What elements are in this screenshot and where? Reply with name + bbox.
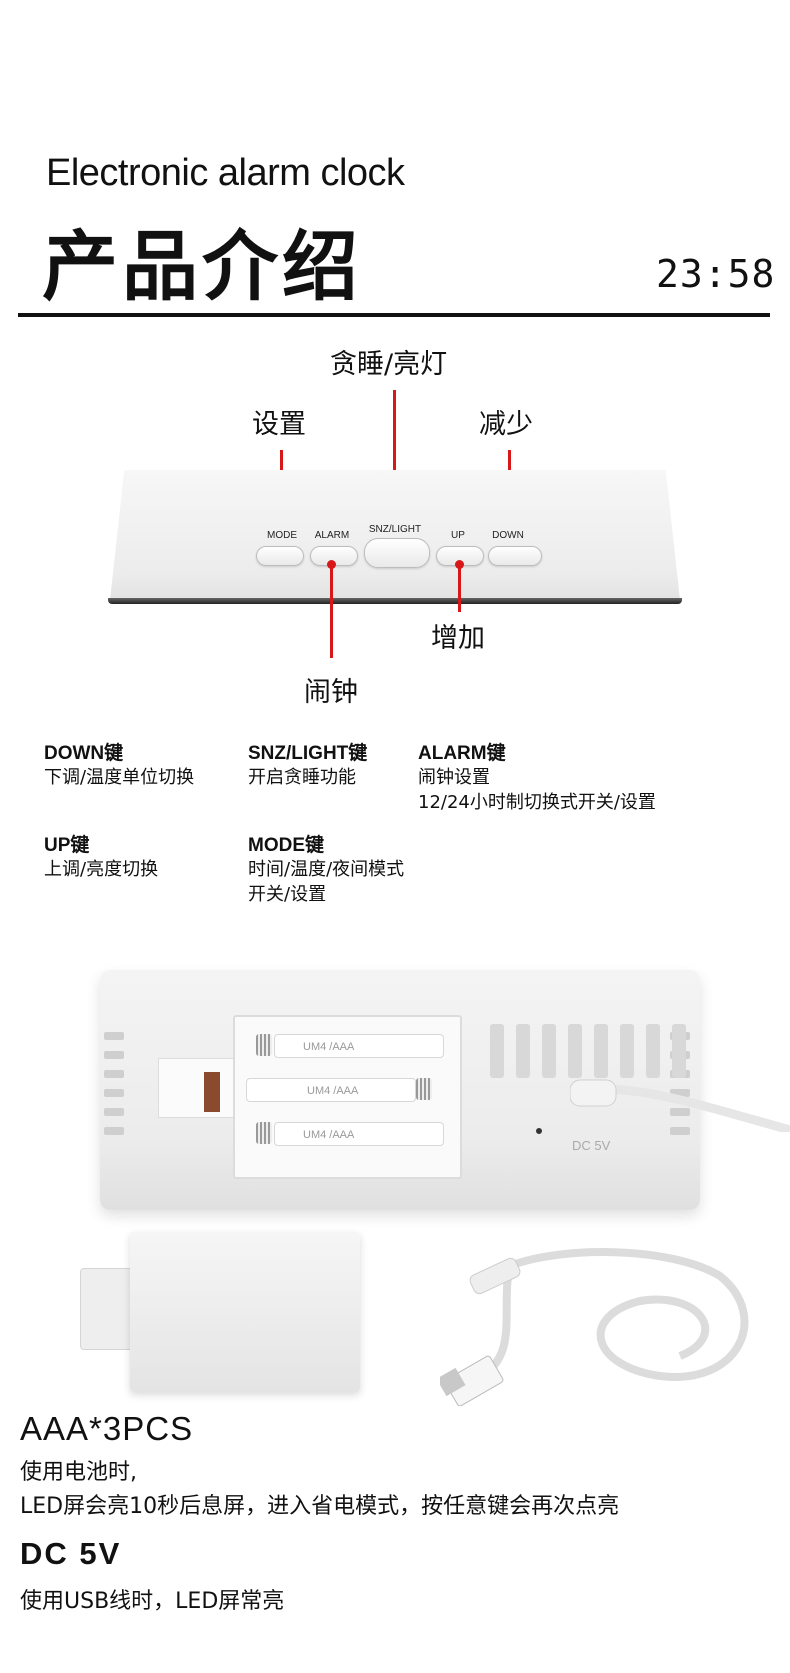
battery-slot-1: UM4 /AAA (274, 1034, 444, 1058)
battery-spec: AAA*3PCS (20, 1410, 194, 1447)
desc-mode-text-1: 时间/温度/夜间模式 (248, 859, 405, 880)
vent-grille (490, 1024, 686, 1078)
btn-label-down: DOWN (492, 530, 524, 541)
clock-display: 23:58 (656, 252, 776, 296)
desc-mode-title: MODE键 (248, 835, 325, 856)
panel-edge (108, 598, 682, 604)
desc-snz-text: 开启贪睡功能 (248, 767, 356, 788)
page-title: 产品介绍 (42, 222, 362, 311)
desc-alarm-title: ALARM键 (418, 743, 506, 764)
pointer-line-snz (393, 390, 396, 518)
btn-label-alarm: ALARM (314, 530, 350, 541)
desc-up: UP键 上调/亮度切换 (44, 830, 158, 882)
header-divider (18, 313, 770, 317)
power-cable-plugged (570, 1079, 790, 1132)
down-button[interactable] (488, 546, 542, 566)
desc-alarm-text-1: 闹钟设置 (418, 767, 490, 788)
btn-label-snz: SNZ/LIGHT (368, 524, 422, 535)
subtitle: Electronic alarm clock (46, 152, 405, 194)
callout-snooze-light: 贪睡/亮灯 (330, 349, 448, 380)
callout-settings: 设置 (252, 409, 306, 440)
desc-snz: SNZ/LIGHT键 开启贪睡功能 (248, 738, 367, 790)
battery-note-2: LED屏会亮10秒后息屏，进入省电模式，按任意键会再次点亮 (20, 1494, 620, 1519)
btn-label-mode: MODE (267, 530, 297, 541)
pointer-line-up (458, 566, 461, 612)
dc-note: 使用USB线时，LED屏常亮 (20, 1589, 285, 1614)
battery-spring-3 (256, 1122, 272, 1144)
battery-slot-3: UM4 /AAA (274, 1122, 444, 1146)
btn-label-up: UP (451, 530, 465, 541)
dc-port-label: DC 5V (572, 1138, 611, 1153)
battery-cover (130, 1232, 360, 1392)
pointer-dot-up (455, 560, 464, 569)
latch-slot (158, 1058, 236, 1118)
mode-button[interactable] (256, 546, 304, 566)
left-side-fins (104, 1032, 124, 1135)
desc-alarm: ALARM键 闹钟设置 12/24小时制切换式开关/设置 (418, 738, 656, 815)
snz-light-button[interactable] (364, 538, 430, 568)
battery-note-1: 使用电池时, (20, 1460, 137, 1485)
desc-snz-title: SNZ/LIGHT键 (248, 743, 368, 764)
battery-slot-2: UM4 /AAA (246, 1078, 416, 1102)
pointer-line-alarm (330, 566, 333, 658)
dc-spec: DC 5V (20, 1536, 122, 1571)
desc-down: DOWN键 下调/温度单位切换 (44, 738, 194, 790)
desc-mode-text-2: 开关/设置 (248, 884, 327, 905)
callout-increase: 增加 (431, 623, 485, 654)
battery-spring-2 (416, 1078, 432, 1100)
clock-top-panel (110, 470, 680, 600)
desc-up-title: UP键 (44, 835, 90, 856)
latch-contact (204, 1072, 220, 1112)
desc-mode: MODE键 时间/温度/夜间模式 开关/设置 (248, 830, 404, 907)
battery-slot-2-label: UM4 /AAA (307, 1085, 359, 1097)
desc-down-title: DOWN键 (44, 743, 124, 764)
callout-decrease: 减少 (479, 409, 533, 440)
callout-alarm: 闹钟 (304, 677, 358, 708)
battery-cover-tab (80, 1268, 134, 1350)
usb-cable-icon (440, 1248, 749, 1406)
desc-down-text: 下调/温度单位切换 (44, 767, 195, 788)
reset-hole (536, 1128, 542, 1134)
battery-slot-3-label: UM4 /AAA (303, 1129, 355, 1141)
desc-up-text: 上调/亮度切换 (44, 859, 159, 880)
pointer-dot-alarm (327, 560, 336, 569)
desc-alarm-text-2: 12/24小时制切换式开关/设置 (418, 792, 656, 813)
battery-slot-1-label: UM4 /AAA (303, 1041, 355, 1053)
battery-spring-1 (256, 1034, 272, 1056)
